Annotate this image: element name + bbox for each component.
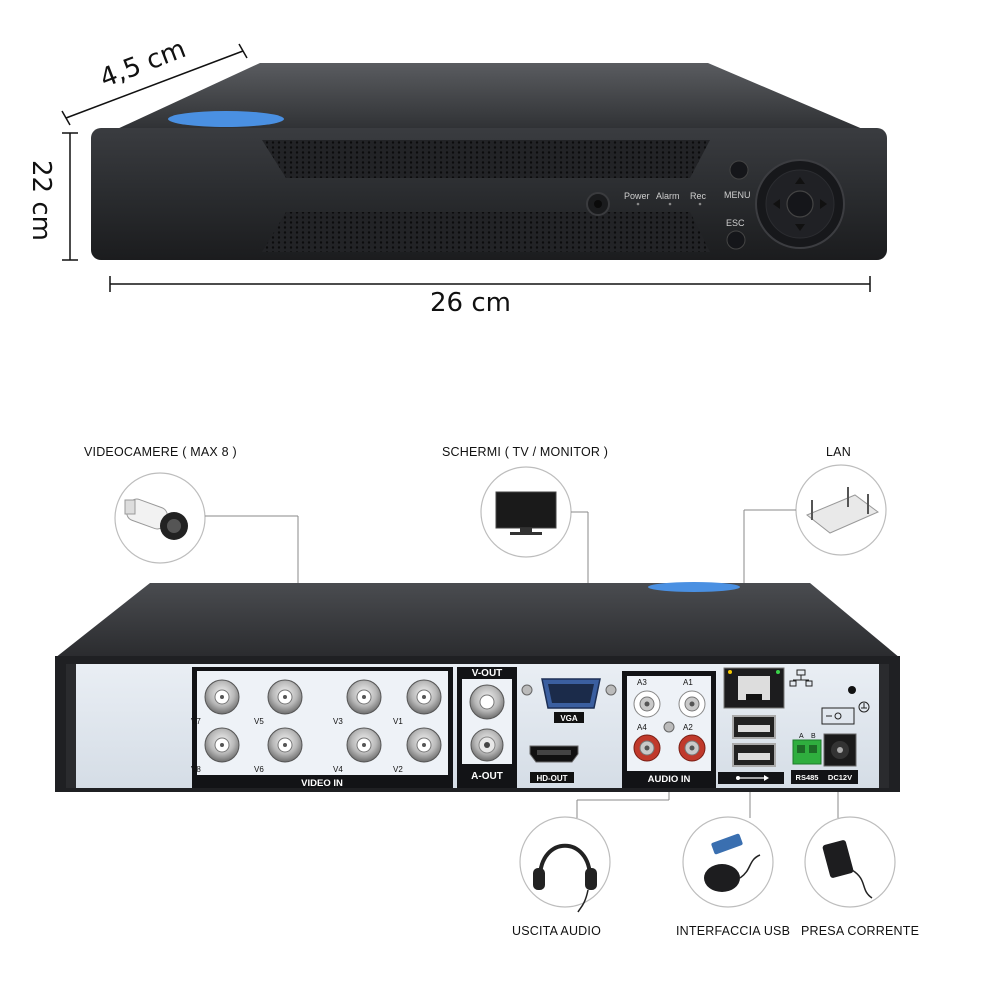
label-lan: LAN (826, 445, 851, 459)
bnc-v1[interactable] (406, 679, 442, 715)
usb-mouse-callout (682, 816, 774, 908)
dimension-width-line (109, 276, 871, 292)
hdmi-port[interactable] (529, 745, 579, 783)
rca-a2[interactable] (678, 734, 706, 762)
dimension-depth-line (61, 43, 248, 126)
label-v6: V6 (254, 765, 264, 774)
label-v1: V1 (393, 717, 403, 726)
dvr-front-illustration (91, 63, 887, 260)
bnc-v3[interactable] (346, 679, 382, 715)
router-callout (795, 464, 887, 556)
bnc-v5[interactable] (267, 679, 303, 715)
ground-icon (858, 701, 870, 713)
width-dimension: 26 cm (430, 288, 511, 318)
bnc-v2[interactable] (406, 727, 442, 763)
monitor-callout (480, 466, 572, 558)
power-symbol-icon (821, 707, 855, 725)
label-a1: A1 (683, 678, 693, 687)
bnc-v4[interactable] (346, 727, 382, 763)
power-indicator-label: Power (624, 191, 650, 201)
network-icon (789, 669, 813, 687)
label-a2: A2 (683, 723, 693, 732)
v-out-label: V-OUT (472, 668, 503, 679)
label-presa-corrente: PRESA CORRENTE (801, 924, 920, 938)
label-v5: V5 (254, 717, 264, 726)
power-adapter-callout (804, 816, 896, 908)
lan-port[interactable] (723, 667, 785, 709)
rs485-b-label: B (811, 733, 816, 740)
label-a3: A3 (637, 678, 647, 687)
bnc-v8[interactable] (204, 727, 240, 763)
dc12v-jack[interactable] (822, 733, 858, 784)
camera-callout (114, 472, 206, 564)
reset-hole[interactable] (848, 686, 856, 694)
dimension-height-line (62, 132, 78, 261)
rca-a4[interactable] (633, 734, 661, 762)
menu-button-label: MENU (724, 190, 751, 200)
usb-symbol-icon (736, 775, 769, 781)
dc12v-label: DC12V (828, 773, 852, 782)
alarm-indicator-label: Alarm (656, 191, 680, 201)
label-interfaccia-usb: INTERFACCIA USB (676, 924, 791, 938)
bnc-v-out[interactable] (469, 684, 505, 720)
label-v2: V2 (393, 765, 403, 774)
vga-port[interactable] (541, 678, 601, 723)
rs485-label: RS485 (796, 773, 819, 782)
rs485-terminal[interactable] (791, 739, 823, 784)
rs485-a-label: A (799, 733, 804, 740)
audio-in-label: AUDIO IN (648, 774, 691, 785)
usb-port-1[interactable] (732, 715, 776, 739)
usb-port-2[interactable] (732, 743, 776, 767)
label-schermi: SCHERMI ( TV / MONITOR ) (442, 445, 609, 459)
video-in-label: VIDEO IN (301, 778, 343, 789)
hd-out-label: HD-OUT (536, 774, 567, 783)
rca-a-out[interactable] (470, 728, 504, 762)
headset-callout (519, 816, 611, 913)
esc-button-label: ESC (726, 218, 745, 228)
rca-a1[interactable] (678, 690, 706, 718)
label-v3: V3 (333, 717, 343, 726)
label-v4: V4 (333, 765, 343, 774)
rca-a3[interactable] (633, 690, 661, 718)
bnc-v7[interactable] (204, 679, 240, 715)
label-v7: V7 (191, 717, 201, 726)
label-a4: A4 (637, 723, 647, 732)
bnc-v6[interactable] (267, 727, 303, 763)
label-v8: V8 (191, 765, 201, 774)
a-out-label: A-OUT (471, 771, 503, 782)
label-uscita-audio: USCITA AUDIO (512, 924, 601, 938)
label-videocamere: VIDEOCAMERE ( MAX 8 ) (84, 445, 237, 459)
vga-label: VGA (560, 714, 578, 723)
rec-indicator-label: Rec (690, 191, 707, 201)
height-dimension: 22 cm (26, 160, 56, 241)
